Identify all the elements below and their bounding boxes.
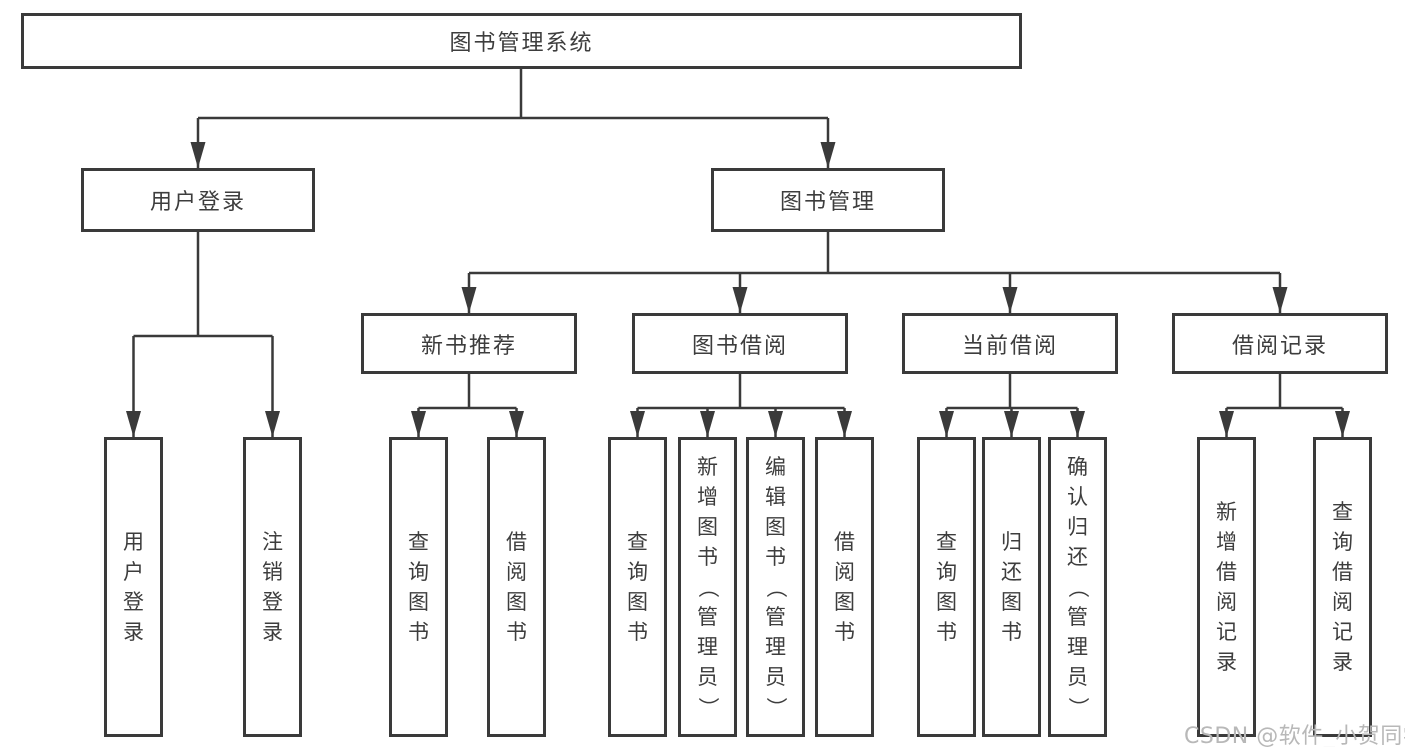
leaf-edit-books-admin: 编辑图书（管理员） [746, 437, 805, 737]
node-new-book-recommend: 新书推荐 [361, 313, 577, 374]
leaf-query-borrow-record: 查询借阅记录 [1313, 437, 1372, 737]
leaf-query-books-current: 查询图书 [917, 437, 976, 737]
connector-book-borrowing-leaves [630, 374, 852, 437]
connector-root-to-branches [190, 69, 836, 168]
connector-current-borrowing-leaves [939, 374, 1085, 437]
leaf-label: 查询图书 [627, 529, 648, 644]
leaf-borrow-books: 借阅图书 [815, 437, 874, 737]
node-label: 图书借阅 [691, 333, 788, 359]
connector-borrowing-records-leaves [1219, 374, 1350, 437]
leaf-label: 借阅图书 [834, 529, 855, 644]
leaf-confirm-return-admin: 确认归还（管理员） [1048, 437, 1107, 737]
connector-book-mgmt-to-modules [461, 232, 1288, 313]
csdn-watermark: CSDN @软件_小贺同学 [1184, 724, 1405, 747]
leaf-label: 用户登录 [123, 529, 144, 644]
leaf-add-books-admin: 新增图书（管理员） [678, 437, 737, 737]
node-library-management-system: 图书管理系统 [21, 13, 1022, 69]
leaf-query-books-recommend: 查询图书 [389, 437, 448, 737]
connector-new-book-recommend-leaves [411, 374, 524, 437]
node-label: 新书推荐 [420, 333, 517, 359]
node-label: 用户登录 [149, 190, 246, 215]
leaf-label: 查询图书 [408, 529, 429, 644]
leaf-label: 编辑图书（管理员） [764, 454, 788, 718]
leaf-label: 查询借阅记录 [1332, 499, 1353, 674]
leaf-label: 查询图书 [936, 529, 957, 644]
node-label: 图书管理系统 [449, 31, 594, 56]
node-borrowing-records: 借阅记录 [1172, 313, 1388, 374]
leaf-label: 注销登录 [262, 529, 283, 644]
node-label: 当前借阅 [961, 333, 1058, 359]
leaf-label: 新增借阅记录 [1216, 499, 1237, 674]
leaf-add-borrow-record: 新增借阅记录 [1197, 437, 1256, 737]
leaf-user-login: 用户登录 [104, 437, 163, 737]
node-label: 借阅记录 [1231, 333, 1328, 359]
leaf-label: 确认归还（管理员） [1066, 454, 1090, 718]
leaf-label: 新增图书（管理员） [696, 454, 720, 718]
node-book-management-branch: 图书管理 [711, 168, 945, 232]
leaf-borrow-books-recommend: 借阅图书 [487, 437, 546, 737]
node-user-login-branch: 用户登录 [81, 168, 315, 232]
leaf-return-books: 归还图书 [982, 437, 1041, 737]
leaf-query-books-borrowing: 查询图书 [608, 437, 667, 737]
node-current-borrowing: 当前借阅 [902, 313, 1118, 374]
leaf-label: 借阅图书 [506, 529, 527, 644]
leaf-logout: 注销登录 [243, 437, 302, 737]
node-book-borrowing: 图书借阅 [632, 313, 848, 374]
node-label: 图书管理 [779, 190, 876, 215]
connector-user-login-branch [126, 232, 280, 437]
leaf-label: 归还图书 [1001, 529, 1022, 644]
